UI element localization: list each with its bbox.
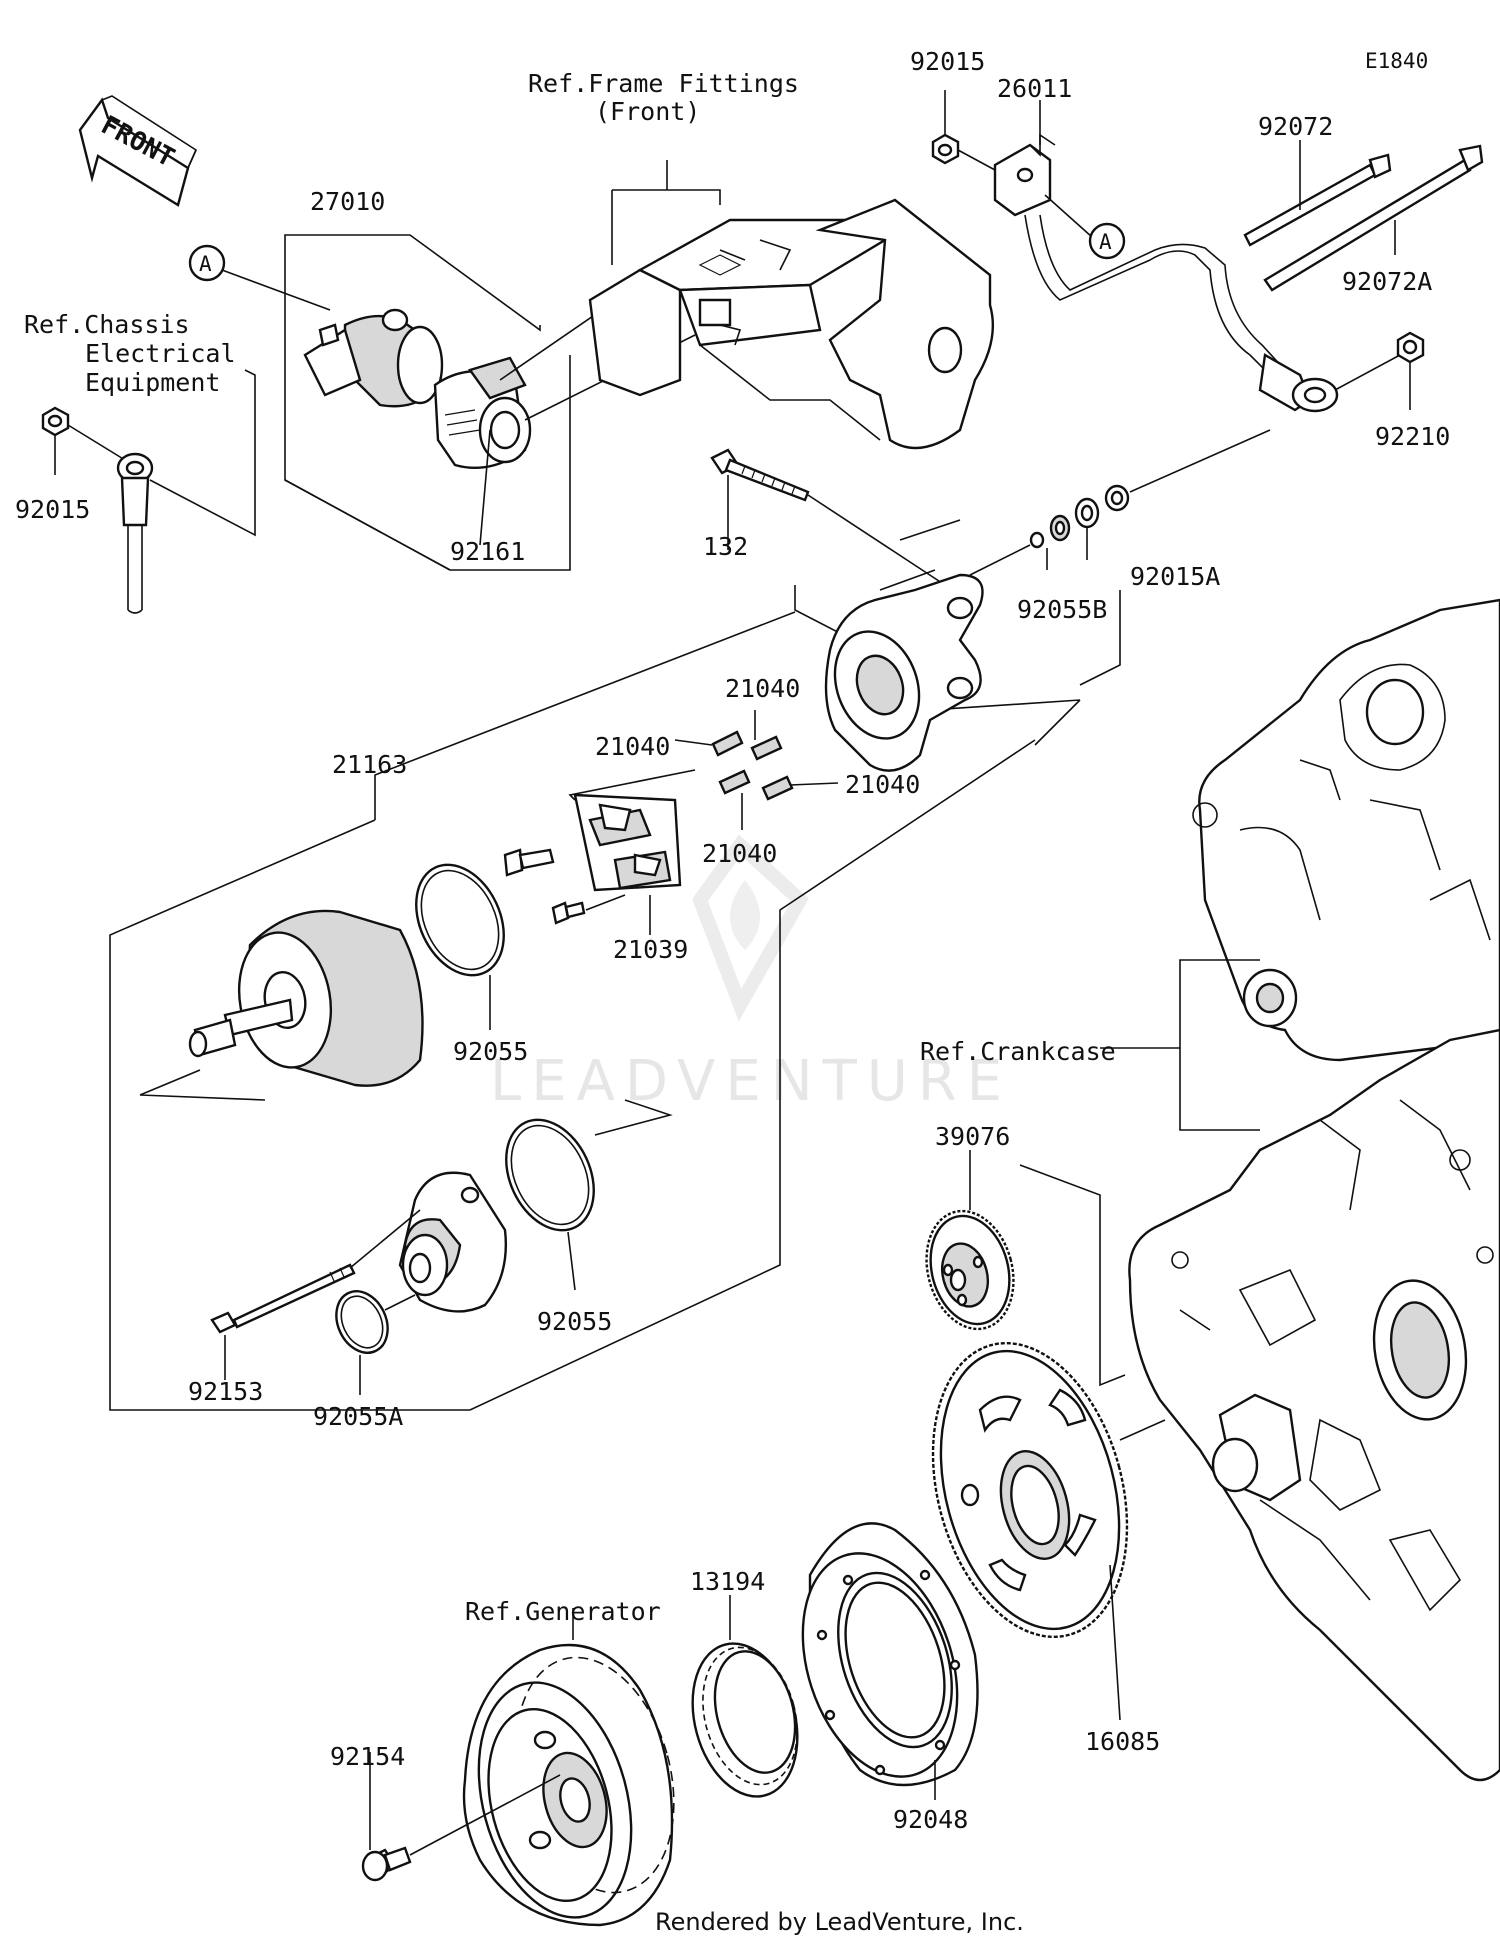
ref-crankcase-label: Ref.Crankcase xyxy=(920,1037,1116,1066)
frame-bracket xyxy=(588,160,995,450)
brush-springs xyxy=(674,710,839,830)
generator-rotor xyxy=(361,1608,675,1927)
callout-a-right xyxy=(1088,222,1126,260)
part-92210-label: 92210 xyxy=(1375,422,1450,451)
one-way-clutch xyxy=(691,1595,799,1798)
part-92015-top-label: 92015 xyxy=(910,47,985,76)
part-92161-label: 92161 xyxy=(450,537,525,566)
part-26011-label: 26011 xyxy=(997,74,1072,103)
part-21040-a-label: 21040 xyxy=(725,674,800,703)
part-92055-a-label: 92055 xyxy=(453,1037,528,1066)
ref-chassis-label: Ref.Chassis xyxy=(24,310,190,339)
ref-chassis-equipment-label: Equipment xyxy=(85,368,220,397)
part-39076-label: 39076 xyxy=(935,1122,1010,1151)
ref-frame-fittings-sub-label: (Front) xyxy=(595,97,700,126)
callout-a-right-label: A xyxy=(1099,230,1112,254)
ref-generator-label: Ref.Generator xyxy=(465,1597,661,1626)
part-92072-label: 92072 xyxy=(1258,112,1333,141)
front-arrow-icon: FRONT xyxy=(78,95,198,207)
starter-clutch-gear xyxy=(931,1341,1166,1721)
part-92072a-label: 92072A xyxy=(1342,267,1432,296)
brush-holder xyxy=(503,769,696,935)
part-92154-label: 92154 xyxy=(330,1742,405,1771)
crankcase xyxy=(1100,598,1500,1782)
part-13194-label: 13194 xyxy=(690,1567,765,1596)
clutch-housing-92048 xyxy=(801,1522,979,1800)
callout-a-left-label: A xyxy=(199,252,212,276)
part-92048-label: 92048 xyxy=(893,1805,968,1834)
watermark: LEADVENTURE xyxy=(490,834,1012,1114)
part-21039-label: 21039 xyxy=(613,935,688,964)
watermark-text: LEADVENTURE xyxy=(490,1049,1012,1114)
starter-motor xyxy=(109,611,1036,1411)
chassis-cable xyxy=(41,369,256,614)
part-132-label: 132 xyxy=(703,532,748,561)
part-92055-b-label: 92055 xyxy=(537,1307,612,1336)
ref-chassis-electrical-label: Electrical xyxy=(85,339,236,368)
part-92055a-label: 92055A xyxy=(313,1402,403,1431)
ref-frame-fittings-label: Ref.Frame Fittings xyxy=(528,69,799,98)
part-27010-label: 27010 xyxy=(310,187,385,216)
part-92015-left-label: 92015 xyxy=(15,495,90,524)
footer-credit: Rendered by LeadVenture, Inc. xyxy=(655,1908,1024,1936)
diagram-code: E1840 xyxy=(1365,49,1428,73)
part-21040-d-label: 21040 xyxy=(702,839,777,868)
starter-end-cover xyxy=(710,429,1271,772)
part-labels: Ref.Frame Fittings (Front) 92015 26011 9… xyxy=(15,47,1450,1834)
cable-ties xyxy=(1243,140,1484,292)
nut-92210 xyxy=(1334,331,1425,410)
part-16085-label: 16085 xyxy=(1085,1727,1160,1756)
part-92153-label: 92153 xyxy=(188,1377,263,1406)
part-21040-c-label: 21040 xyxy=(845,770,920,799)
callout-a-left xyxy=(188,244,226,282)
part-21040-b-label: 21040 xyxy=(595,732,670,761)
part-92015a-label: 92015A xyxy=(1130,562,1220,591)
part-92055b-label: 92055B xyxy=(1017,595,1107,624)
idle-gear xyxy=(925,1150,1126,1387)
part-21163-label: 21163 xyxy=(332,750,407,779)
battery-cable: A xyxy=(931,90,1339,413)
